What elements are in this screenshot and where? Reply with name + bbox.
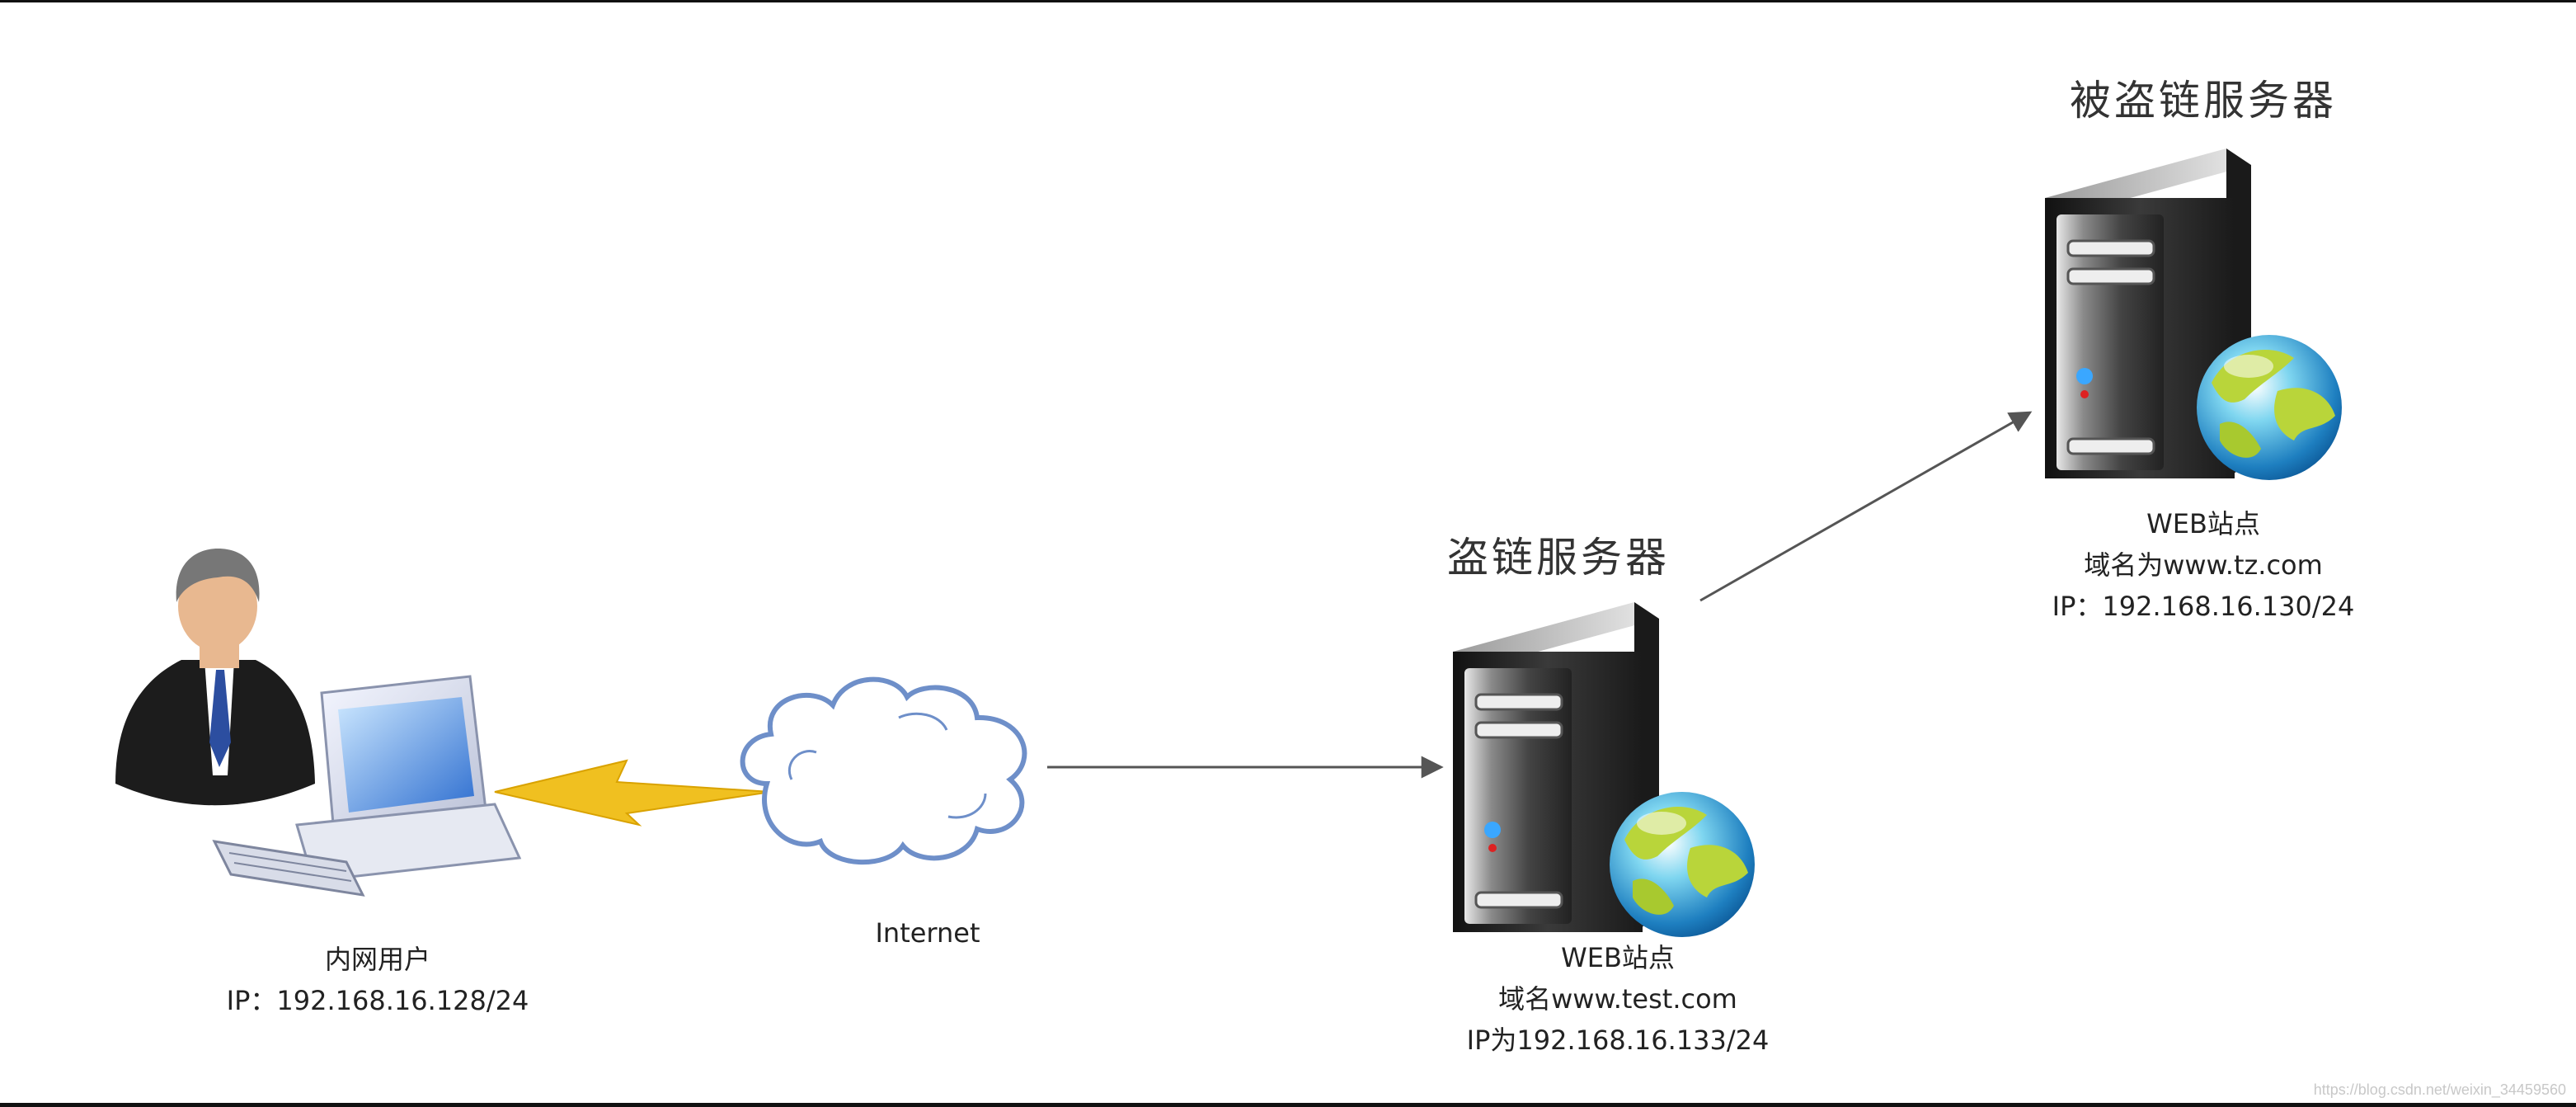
user-ip: IP：192.168.16.128/24 [227, 980, 529, 1021]
victim-server-title: 被盗链服务器 [2070, 68, 2337, 127]
victim-globe-icon [2197, 335, 2342, 480]
watermark: https://blog.csdn.net/weixin_34459560 [2314, 1081, 2566, 1099]
leech-server-title: 盗链服务器 [1447, 525, 1670, 584]
leech-globe-icon [1610, 792, 1755, 937]
leech-server-domain: 域名www.test.com [1467, 978, 1770, 1020]
leech-server-ip: IP为192.168.16.133/24 [1467, 1020, 1770, 1061]
leech-server-site: WEB站点 [1467, 937, 1770, 978]
internet-label: Internet [875, 912, 980, 954]
cloud-icon [743, 680, 1025, 863]
victim-server-site: WEB站点 [2052, 503, 2355, 544]
victim-server-domain: 域名为www.tz.com [2052, 544, 2355, 586]
lightning-icon [495, 761, 771, 825]
leech-to-victim-arrow [1700, 412, 2030, 601]
person-icon [115, 549, 315, 805]
leech-server-info: WEB站点 域名www.test.com IP为192.168.16.133/2… [1467, 937, 1770, 1061]
user-label: 内网用户 IP：192.168.16.128/24 [227, 939, 529, 1021]
victim-server-info: WEB站点 域名为www.tz.com IP：192.168.16.130/24 [2052, 503, 2355, 627]
user-name: 内网用户 [227, 939, 529, 980]
victim-server-ip: IP：192.168.16.130/24 [2052, 586, 2355, 627]
